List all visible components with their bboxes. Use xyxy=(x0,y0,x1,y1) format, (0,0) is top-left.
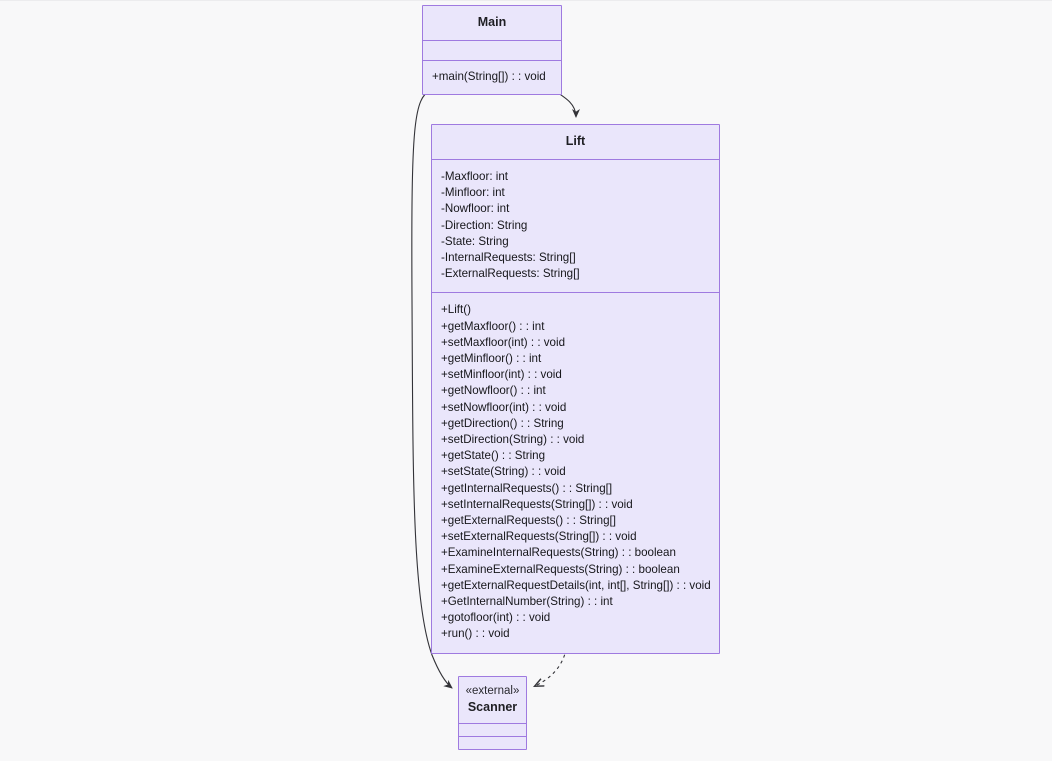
class-scanner-operations-compartment xyxy=(459,736,526,749)
uml-class-lift[interactable]: Lift -Maxfloor: int -Minfloor: int -Nowf… xyxy=(431,124,720,654)
class-lift-operation: +getExternalRequestDetails(int, int[], S… xyxy=(441,578,711,592)
class-lift-attribute: -State: String xyxy=(441,234,509,248)
uml-class-scanner[interactable]: «external» Scanner xyxy=(458,676,527,750)
class-lift-attributes-compartment: -Maxfloor: int -Minfloor: int -Nowfloor:… xyxy=(432,159,719,293)
class-lift-operation: +ExamineInternalRequests(String) : : boo… xyxy=(441,546,676,560)
class-main-operations-compartment: +main(String[]) : : void xyxy=(423,60,561,95)
class-scanner-title: «external» Scanner xyxy=(459,677,526,723)
class-lift-operation: +getNowfloor() : : int xyxy=(441,384,546,398)
uml-class-main[interactable]: Main +main(String[]) : : void xyxy=(422,5,562,96)
class-scanner-name: Scanner xyxy=(467,700,518,714)
class-lift-operation: +run() : : void xyxy=(441,627,510,641)
canvas-top-divider xyxy=(0,0,1052,1)
class-lift-operation: +getInternalRequests() : : String[] xyxy=(441,481,613,495)
class-scanner-name-compartment: «external» Scanner xyxy=(459,677,526,723)
class-scanner-attributes-compartment xyxy=(459,723,526,736)
class-lift-operation: +getState() : : String xyxy=(441,449,546,463)
class-lift-operation: +getExternalRequests() : : String[] xyxy=(441,514,616,528)
class-lift-operation: +Lift() xyxy=(441,303,471,317)
class-lift-operation: +setState(String) : : void xyxy=(441,465,566,479)
class-lift-attribute: -Nowfloor: int xyxy=(441,202,510,216)
class-lift-operation: +gotofloor(int) : : void xyxy=(441,611,551,625)
class-lift-operation: +setExternalRequests(String[]) : : void xyxy=(441,530,637,544)
class-lift-operation: +getMaxfloor() : : int xyxy=(441,319,545,333)
class-lift-attribute: -ExternalRequests: String[] xyxy=(441,267,580,281)
class-lift-attribute: -Maxfloor: int xyxy=(441,170,509,183)
class-main-name-compartment: Main xyxy=(423,6,561,40)
class-lift-operations-compartment: +Lift() +getMaxfloor() : : int +setMaxfl… xyxy=(432,292,719,653)
class-lift-attribute: -InternalRequests: String[] xyxy=(441,251,576,265)
class-lift-name: Lift xyxy=(565,134,586,148)
class-lift-operation: +setMinfloor(int) : : void xyxy=(441,368,562,382)
class-lift-attribute: -Direction: String xyxy=(441,218,528,232)
class-main-attributes-compartment xyxy=(423,40,561,60)
class-lift-operation: +GetInternalNumber(String) : : int xyxy=(441,595,613,609)
class-main-operation: +main(String[]) : : void xyxy=(432,70,546,83)
class-main-title: Main xyxy=(423,6,561,40)
class-main-name: Main xyxy=(477,15,507,29)
class-lift-operation: +setDirection(String) : : void xyxy=(441,433,585,447)
class-lift-operation: +setMaxfloor(int) : : void xyxy=(441,335,566,349)
class-lift-attribute: -Minfloor: int xyxy=(441,186,505,200)
class-lift-operation: +setInternalRequests(String[]) : : void xyxy=(441,497,633,511)
class-lift-operation: +setNowfloor(int) : : void xyxy=(441,400,567,414)
class-lift-operation: +getDirection() : : String xyxy=(441,416,564,430)
class-lift-operation: +getMinfloor() : : int xyxy=(441,352,542,366)
class-lift-operation: +ExamineExternalRequests(String) : : boo… xyxy=(441,562,680,576)
class-lift-name-compartment: Lift xyxy=(432,125,719,159)
class-lift-title: Lift xyxy=(432,125,719,159)
edge-main-to-scanner xyxy=(411,88,453,689)
edge-lift-to-scanner xyxy=(535,641,568,686)
class-scanner-stereotype: «external» xyxy=(465,685,520,697)
